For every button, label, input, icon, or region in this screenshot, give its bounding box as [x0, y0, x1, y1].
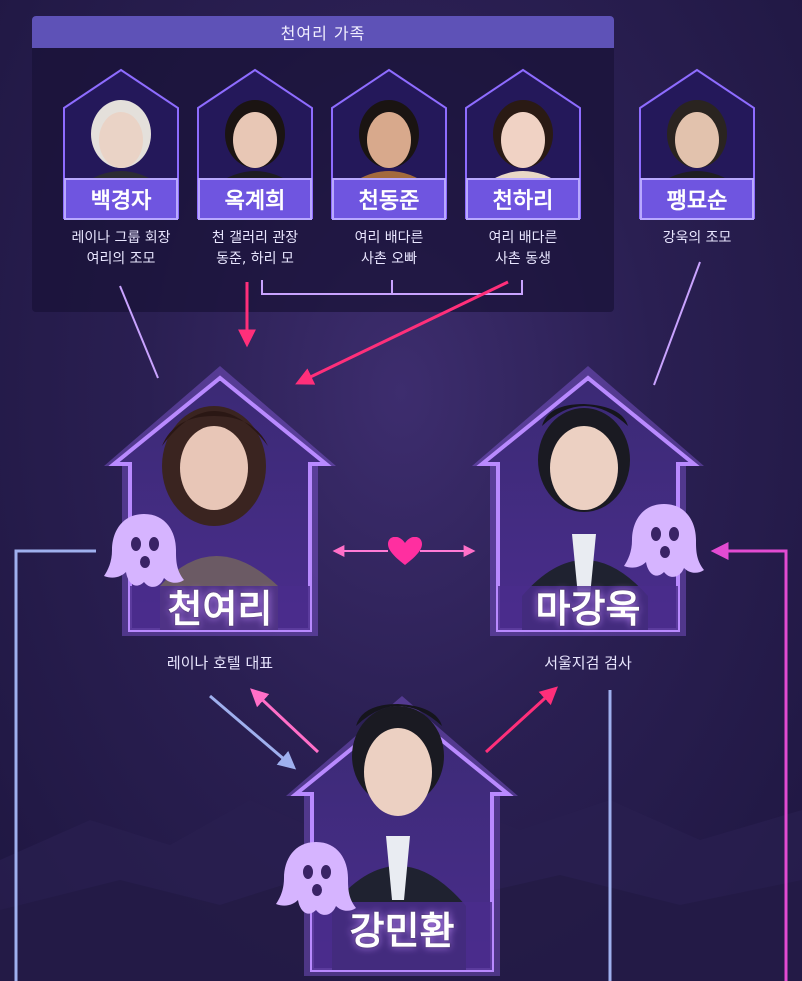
desc-gangwook: 서울지검 검사: [544, 654, 632, 672]
character-card-gangwook[interactable]: 마강욱 서울지검 검사: [472, 356, 704, 672]
house-frame: 천동준: [330, 68, 448, 220]
family-title: 천여리 가족: [32, 16, 614, 48]
desc-line-1: 레이나 그룹 회장: [71, 230, 171, 246]
name-gangwook: 마강욱: [535, 587, 641, 631]
minhwan-to-yeori-arrow: [250, 688, 320, 754]
yeori-to-minhwan-arrow: [209, 694, 297, 770]
hari-to-yeori-arrow: [295, 280, 509, 385]
family-name-baek: 백경자: [64, 178, 178, 220]
house-frame: 옥계희: [196, 68, 314, 220]
desc-line-2: 사촌 동생: [495, 251, 551, 267]
paeng-to-gangwook-line: [653, 261, 701, 386]
minhwan-to-gangwook-arrow: [484, 686, 558, 754]
family-name-ok: 옥계희: [198, 178, 312, 220]
right-magenta-line: [710, 542, 788, 981]
desc-line-1: 강욱의 조모: [662, 230, 732, 246]
desc-line-2: 동준, 하리 모: [216, 251, 294, 267]
character-card-minhwan[interactable]: 강민환: [286, 686, 518, 976]
house-frame: 천하리: [464, 68, 582, 220]
character-card-yeori[interactable]: 천여리 레이나 호텔 대표: [104, 356, 336, 672]
house-frame: 백경자: [62, 68, 180, 220]
desc-line-2: 사촌 오빠: [361, 251, 417, 267]
house-frame: 팽묘순: [638, 68, 756, 220]
house-icon: [472, 366, 704, 636]
name-minhwan: 강민환: [349, 909, 455, 953]
ghost-icon: [104, 514, 184, 587]
desc-line-1: 여리 배다른: [354, 230, 424, 246]
baek-to-yeori-line: [119, 285, 159, 379]
desc-line-2: 여리의 조모: [86, 251, 156, 267]
name-yeori: 천여리: [167, 587, 273, 631]
desc-yeori: 레이나 호텔 대표: [166, 654, 274, 672]
desc-line-1: 천 갤러리 관장: [211, 230, 299, 246]
family-desc-paeng: 강욱의 조모: [618, 228, 776, 249]
desc-line-1: 여리 배다른: [488, 230, 558, 246]
ghost-icon: [276, 842, 356, 915]
family-name-paeng: 팽묘순: [640, 178, 754, 220]
family-name-dongjun: 천동준: [332, 178, 446, 220]
heart-icon: [388, 537, 422, 565]
left-frame-line: [14, 549, 96, 981]
family-name-hari: 천하리: [466, 178, 580, 220]
house-icon: [104, 366, 336, 636]
ghost-icon: [624, 504, 704, 577]
